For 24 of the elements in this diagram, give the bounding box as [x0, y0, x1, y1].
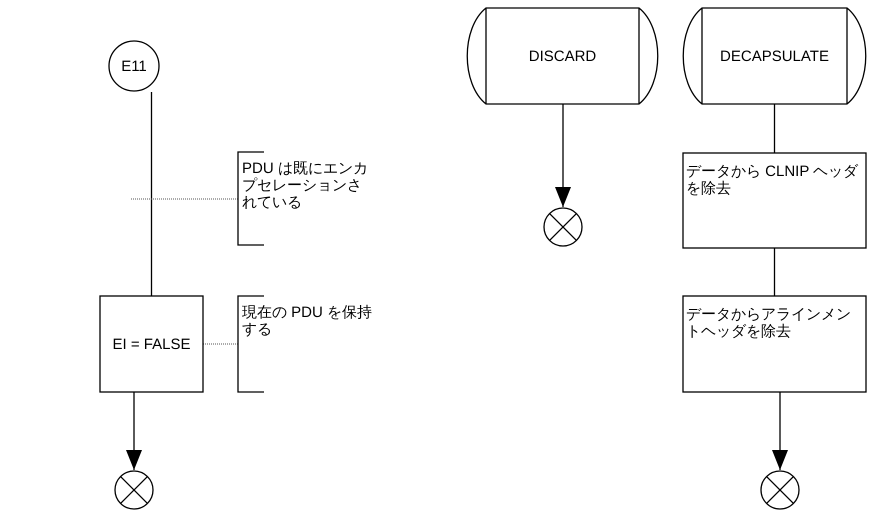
node-label: DISCARD [528, 46, 598, 66]
node-label: EI = FALSE [112, 334, 192, 354]
connector-circle [108, 40, 160, 92]
flow-line [774, 104, 776, 153]
node-label: データから CLNIP ヘッダを除去 [686, 163, 860, 197]
stop-symbol [760, 470, 800, 510]
stop-symbol [114, 470, 154, 510]
task-box [100, 296, 203, 392]
flow-arrow [772, 392, 788, 470]
comment-text: PDU は既にエンカプセレーションされている [242, 160, 369, 211]
flow-line [150, 92, 152, 296]
task-box [683, 153, 866, 248]
stop-symbol [543, 207, 583, 247]
flow-arrow [126, 392, 142, 470]
procedure-box [467, 8, 658, 104]
task-box [683, 296, 866, 392]
comment-text: 現在の PDU を保持する [242, 304, 374, 338]
node-label: データからアラインメントヘッダを除去 [686, 306, 852, 340]
node-label: E11 [120, 56, 148, 76]
procedure-box [683, 8, 866, 104]
flow-arrow [555, 104, 571, 207]
flow-line [774, 248, 776, 296]
leader-line [130, 198, 238, 200]
node-label: DECAPSULATE [719, 46, 830, 66]
